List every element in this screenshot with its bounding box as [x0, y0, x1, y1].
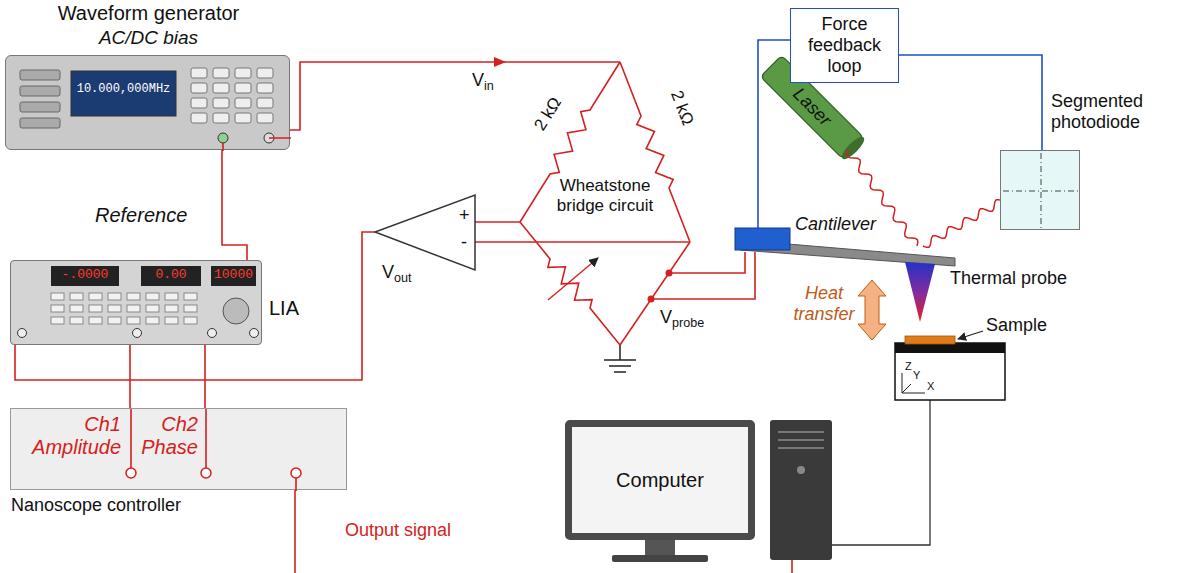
- node-text: AC/DC bias: [6, 27, 291, 49]
- sample-stage: [895, 343, 1005, 400]
- signal-wire: [129, 345, 131, 408]
- node-text: Segmented photodiode: [1051, 91, 1196, 132]
- label-text: Wheatstone bridge circuit: [538, 176, 672, 215]
- sample-piece: [905, 336, 955, 344]
- label-text: Vin: [472, 70, 494, 93]
- label-text: Z: [905, 360, 912, 373]
- instrument-detail: [6, 56, 291, 151]
- node-text: Computer: [616, 469, 704, 492]
- signal-arrow: [494, 57, 506, 67]
- label-text: Thermal probe: [950, 268, 1067, 289]
- node-text: Ch2 Phase: [136, 413, 198, 459]
- node-text: 10000: [211, 268, 256, 283]
- lock-in-amplifier: LIA-.00000.0010000: [10, 260, 262, 345]
- label-text: +: [459, 205, 470, 226]
- photodiode: Segmented photodiode: [1000, 150, 1080, 230]
- node-text: Ch1 Amplitude: [21, 413, 121, 459]
- heat-arrow: [858, 280, 886, 340]
- label-text: Laser: [789, 84, 835, 130]
- label-text: Reference: [95, 204, 187, 227]
- op-amp-symbol: [375, 195, 475, 270]
- node-text: Nanoscope controller: [11, 495, 271, 516]
- output-signal-wire: [294, 490, 296, 573]
- label-text: -: [461, 232, 467, 253]
- signal-wire: [204, 345, 206, 408]
- node-text: LIA: [269, 297, 314, 320]
- label-text: Vprobe: [660, 307, 704, 330]
- signal-wire: [222, 150, 247, 260]
- monitor-stand: [645, 540, 675, 556]
- stage-wire: [832, 400, 930, 545]
- computer-wire: [791, 560, 793, 573]
- monitor-base: [612, 555, 708, 562]
- ground-symbol: [604, 345, 636, 372]
- computer-tower: [770, 420, 832, 560]
- minus-wire: [475, 241, 690, 243]
- signal-wire: [899, 55, 1042, 150]
- label-text: Cantilever: [795, 214, 876, 235]
- label-text: 2 kΩ: [667, 88, 698, 128]
- variable-arrow: [548, 258, 598, 300]
- instrument-detail: [1001, 151, 1081, 231]
- feedback-box: Force feedback loop: [790, 8, 899, 83]
- stage-top: [895, 343, 1005, 353]
- leader-line: [958, 331, 983, 339]
- thermal-probe-tip: [905, 262, 935, 322]
- label-text: Y: [913, 369, 920, 382]
- nanoscope-controller: Nanoscope controllerCh1 AmplitudeCh2 Pha…: [10, 408, 347, 490]
- input-wire: [290, 62, 620, 130]
- variable-resistor-symbol: [520, 222, 620, 345]
- node-text: 10.000,000MHz: [71, 83, 176, 97]
- label-text: Sample: [986, 315, 1047, 336]
- label-text: Heat transfer: [790, 283, 858, 324]
- node-text: Waveform generator: [6, 2, 291, 25]
- node-text: 0.00: [141, 268, 201, 283]
- label-text: Vout: [382, 262, 412, 285]
- cantilever-chip: [735, 228, 790, 250]
- computer-monitor: Computer: [565, 420, 755, 540]
- label-text: Output signal: [345, 520, 451, 541]
- waveform-generator: Waveform generatorAC/DC bias10.000,000MH…: [5, 55, 290, 150]
- node-text: -.0000: [51, 268, 119, 283]
- label-text: 2 kΩ: [530, 94, 565, 134]
- label-text: X: [927, 380, 934, 393]
- drive-bay: [778, 432, 824, 448]
- node-text: Force feedback loop: [798, 14, 891, 76]
- plus-wire: [475, 221, 520, 223]
- power-button: [797, 466, 805, 474]
